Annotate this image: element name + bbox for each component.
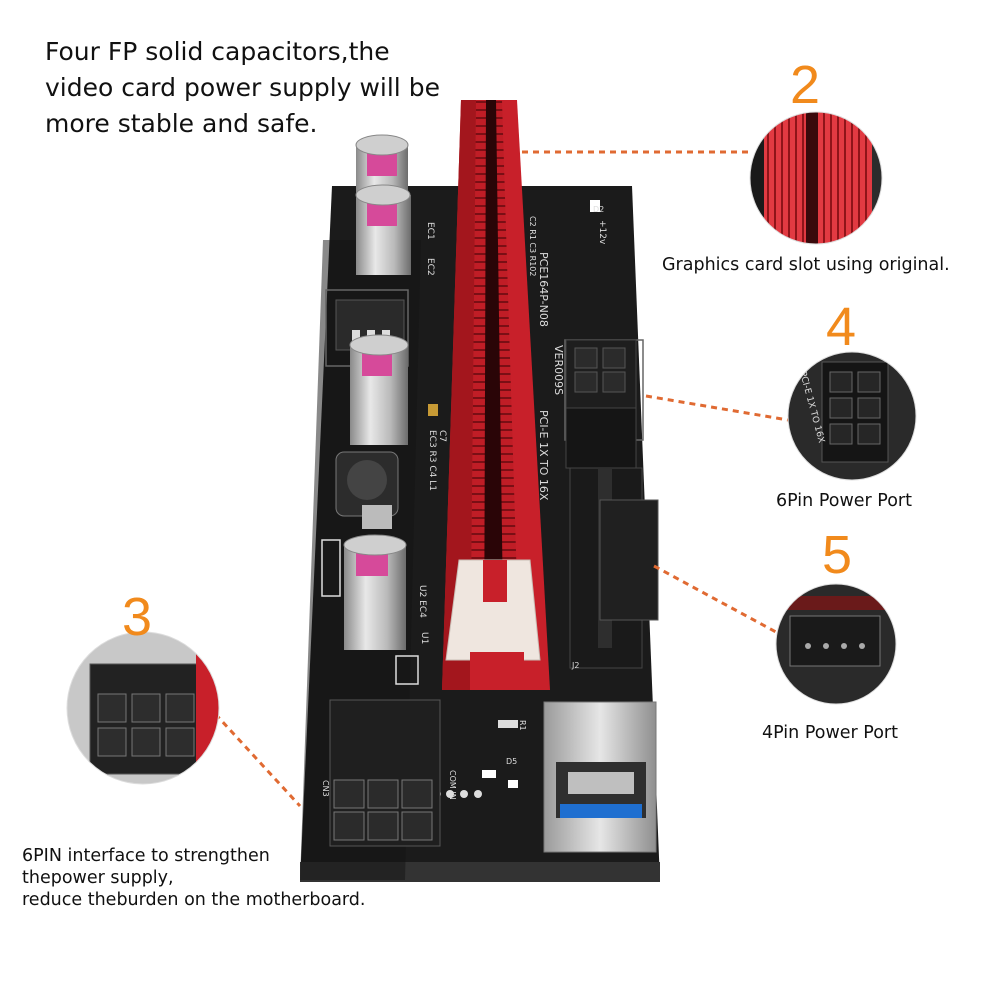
svg-text:EC1: EC1 bbox=[425, 222, 435, 240]
svg-text:+12v: +12v bbox=[597, 220, 607, 245]
callout-line-4 bbox=[645, 394, 789, 422]
callout-line-3 bbox=[206, 704, 302, 808]
capacitor-ec2 bbox=[355, 184, 411, 275]
svg-text:C2 R1 C3 R102: C2 R1 C3 R102 bbox=[528, 216, 537, 276]
detail-circle-6pin: PCI-E 1X TO 16X bbox=[787, 351, 917, 481]
callout-number-4: 4 bbox=[826, 297, 857, 357]
board-6pin-lower bbox=[329, 699, 441, 847]
svg-text:D5: D5 bbox=[506, 757, 517, 766]
silk-subtitle: PCI-E 1X TO 16X bbox=[537, 410, 550, 501]
capacitor-ec4 bbox=[343, 534, 407, 650]
svg-text:CN3: CN3 bbox=[321, 780, 330, 797]
callout-number-3: 3 bbox=[122, 587, 153, 647]
usb3-port bbox=[543, 701, 657, 853]
svg-text:EC2: EC2 bbox=[425, 258, 435, 276]
svg-text:R1: R1 bbox=[518, 720, 527, 731]
caption-6pin-lower-line3: reduce theburden on the motherboard. bbox=[22, 890, 366, 910]
svg-text:C7: C7 bbox=[437, 430, 447, 442]
caption-6pin-lower-line1: 6PIN interface to strengthen bbox=[22, 846, 270, 866]
svg-text:COM IN: COM IN bbox=[448, 770, 457, 800]
callout-number-5: 5 bbox=[822, 525, 853, 585]
caption-6pin-lower: 6PIN interface to strengthen thepower su… bbox=[22, 845, 365, 911]
headline-text: Four FP solid capacitors,the video card … bbox=[45, 37, 440, 138]
svg-text:U2 EC4: U2 EC4 bbox=[417, 585, 427, 618]
svg-text:J2: J2 bbox=[571, 661, 579, 670]
svg-text:D2: D2 bbox=[593, 205, 604, 214]
caption-4pin: 4Pin Power Port bbox=[762, 723, 898, 743]
callout-lines bbox=[206, 150, 789, 808]
caption-6pin-lower-line2: thepower supply, bbox=[22, 868, 174, 888]
board-4pin-connector bbox=[569, 467, 659, 669]
svg-text:U1: U1 bbox=[419, 632, 429, 644]
detail-circle-6pin-lower bbox=[66, 631, 220, 785]
detail-circle-4pin bbox=[775, 583, 897, 705]
silk-model: PCE164P-N08 bbox=[537, 252, 550, 327]
svg-text:EC3 R3 C4 L1: EC3 R3 C4 L1 bbox=[427, 430, 437, 491]
caption-slot: Graphics card slot using original. bbox=[662, 255, 950, 275]
detail-circle-slot bbox=[749, 111, 883, 245]
callout-line-5 bbox=[653, 564, 777, 634]
capacitor-ec3 bbox=[349, 334, 409, 445]
caption-6pin: 6Pin Power Port bbox=[776, 491, 912, 511]
callout-number-2: 2 bbox=[790, 55, 821, 115]
board-6pin-connector bbox=[565, 339, 637, 469]
silk-brand: VER009S bbox=[552, 345, 565, 395]
